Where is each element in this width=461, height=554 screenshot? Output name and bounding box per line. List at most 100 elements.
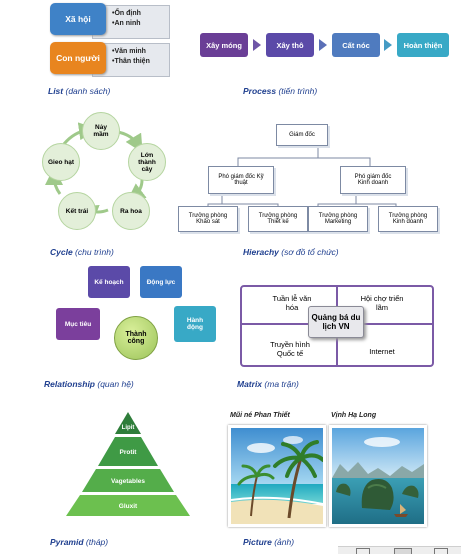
relationship-node-label: Hành động <box>186 317 204 331</box>
org-node-root: Giám đốc <box>276 124 328 146</box>
list-item-con-nguoi: Con người <box>50 42 106 74</box>
caption-title: Hierachy <box>243 247 279 257</box>
relationship-node: Động lực <box>140 266 182 298</box>
process-step-label: Hoàn thiện <box>403 40 443 50</box>
caption-relationship: Relationship (quan hệ) <box>44 379 134 389</box>
org-node-label: Giám đốc <box>289 132 315 138</box>
cycle-node-label: Kết trái <box>65 207 89 215</box>
bullet-text: Thân thiện <box>114 58 150 65</box>
cycle-node: Nảy mầm <box>82 112 120 150</box>
cycle-node-label: Nảy mầm <box>93 124 109 138</box>
cycle-node: Ra hoa <box>112 192 150 230</box>
caption-picture: Picture (ảnh) <box>243 537 294 547</box>
pyramid-level-label: Vagetables <box>111 478 145 485</box>
matrix-cell-label: Truyền hình Quốc tế <box>270 340 310 358</box>
caption-title: Matrix <box>237 379 263 389</box>
caption-title: Pyramid <box>50 537 84 547</box>
bay-photo <box>329 425 427 527</box>
org-node-label: Trưởng phòng Marketing <box>318 213 358 225</box>
process-step-label: Cất nóc <box>342 40 370 50</box>
org-node-label: Trưởng phòng Khảo sát <box>188 213 228 225</box>
cycle-node: Gieo hạt <box>42 143 80 181</box>
photo-title: Vịnh Hạ Long <box>331 412 377 419</box>
caption-title: Process <box>243 86 277 96</box>
caption-subtitle: (tháp) <box>83 537 109 547</box>
relationship-node: Mục tiêu <box>56 308 100 340</box>
org-node-department: Trưởng phòng Thiết kế <box>248 206 308 232</box>
cycle-node-label: Gieo hạt <box>48 158 75 166</box>
bullet-text: An ninh <box>114 20 141 27</box>
matrix-cell-label: Internet <box>369 346 395 356</box>
cycle-node: Lớn thành cây <box>128 143 166 181</box>
org-node-label: Trưởng phòng Thiết kế <box>258 213 298 225</box>
bay-photo-art <box>332 428 424 524</box>
process-step: Xây thô <box>266 33 314 57</box>
matrix-cell: Tuần lễ văn hóa <box>260 290 324 316</box>
arrow-right-icon <box>384 39 392 51</box>
bottom-toolbar-strip <box>338 546 461 554</box>
caption-matrix: Matrix (ma trận) <box>237 379 299 389</box>
relationship-node-label: Động lực <box>146 278 176 286</box>
relationship-center: Thành công <box>114 316 158 360</box>
photo-title: Mũi né Phan Thiết <box>230 412 290 419</box>
view-toggle-icon[interactable] <box>356 548 370 554</box>
caption-subtitle: (quan hệ) <box>95 379 134 389</box>
list-item-xa-hoi: Xã hội <box>50 3 106 35</box>
relationship-node-label: Kế hoạch <box>94 278 124 286</box>
list-item-label: Con người <box>56 53 100 63</box>
caption-subtitle: (tiến trình) <box>276 86 318 96</box>
caption-title: Picture <box>243 537 272 547</box>
pyramid-shape: Lipit Protit Vagetables Gluxit <box>66 412 190 516</box>
caption-title: List <box>48 86 64 96</box>
process-step-label: Xây thô <box>276 40 304 50</box>
cycle-node-label: Lớn thành cây <box>138 151 156 173</box>
process-step: Hoàn thiện <box>397 33 449 57</box>
caption-subtitle: (ảnh) <box>271 537 295 547</box>
matrix-cell: Hội chợ triển lãm <box>350 290 414 316</box>
matrix-cell: Truyền hình Quốc tế <box>258 336 322 362</box>
beach-photo-art <box>231 428 323 524</box>
caption-pyramid: Pyramid (tháp) <box>50 537 108 547</box>
org-node-label: Phó giám đốc Kỹ thuật <box>218 174 264 186</box>
process-step: Cất nóc <box>332 33 380 57</box>
caption-title: Cycle <box>50 247 73 257</box>
arrow-right-icon <box>253 39 261 51</box>
caption-title: Relationship <box>44 379 96 389</box>
cycle-node: Kết trái <box>58 192 96 230</box>
org-node-department: Trưởng phòng Marketing <box>308 206 368 232</box>
relationship-node-label: Mục tiêu <box>64 320 92 328</box>
pyramid-level-label: Lipit <box>122 425 135 431</box>
matrix-center-label: Quảng bá du lịch VN <box>311 313 361 331</box>
relationship-node: Hành động <box>174 306 216 342</box>
caption-subtitle: (chu trình) <box>72 247 114 257</box>
org-node-department: Trưởng phòng Khảo sát <box>178 206 238 232</box>
org-node-department: Trưởng phòng Kinh doanh <box>378 206 438 232</box>
list-bullets: •Văn minh •Thân thiện <box>112 48 150 65</box>
org-node-deputy: Phó giám đốc Kỹ thuật <box>208 166 274 194</box>
caption-hierarchy: Hierachy (sơ đồ tổ chức) <box>243 247 339 257</box>
pyramid-level-label: Gluxit <box>119 503 138 510</box>
caption-list: List (danh sách) <box>48 86 110 96</box>
caption-subtitle: (ma trận) <box>262 379 299 389</box>
bullet-text: Ổn định <box>114 10 141 17</box>
arrow-right-icon <box>319 39 327 51</box>
caption-subtitle: (danh sách) <box>63 86 111 96</box>
hierarchy-connectors <box>207 146 397 206</box>
matrix-cell-label: Hội chợ triển lãm <box>360 294 404 312</box>
relationship-node: Kế hoạch <box>88 266 130 298</box>
beach-photo <box>228 425 326 527</box>
relationship-center-label: Thành công <box>125 331 147 345</box>
matrix-cell: Internet <box>350 338 414 364</box>
pyramid-level-label: Protit <box>120 449 138 456</box>
process-step-label: Xây móng <box>206 40 242 50</box>
cycle-node-label: Ra hoa <box>120 207 142 215</box>
caption-process: Process (tiến trình) <box>243 86 317 96</box>
list-bullets: •Ổn định •An ninh <box>112 10 141 27</box>
matrix-cell-label: Tuần lễ văn hóa <box>272 294 312 312</box>
org-node-label: Trưởng phòng Kinh doanh <box>388 213 428 225</box>
caption-subtitle: (sơ đồ tổ chức) <box>278 247 339 257</box>
view-toggle-icon[interactable] <box>434 548 448 554</box>
org-node-label: Phó giám đốc Kinh doanh <box>354 174 392 186</box>
caption-cycle: Cycle (chu trình) <box>50 247 114 257</box>
view-toggle-icon[interactable] <box>394 548 412 554</box>
